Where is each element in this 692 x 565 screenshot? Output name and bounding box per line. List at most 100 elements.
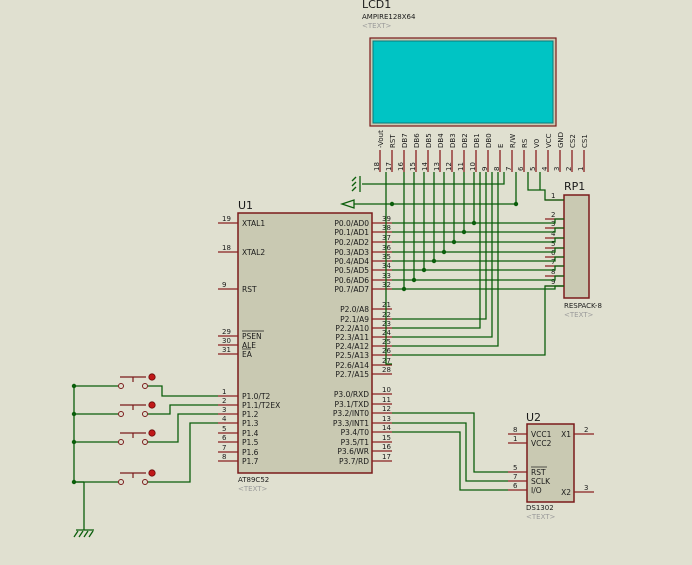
mcu-left-pin-name: XTAL2 <box>242 248 265 257</box>
rtc-left-pin-number: 5 <box>513 464 517 472</box>
mcu-right-pin-number: 24 <box>382 329 391 337</box>
lcd-pin-number: 9 <box>481 167 489 171</box>
rtc-left-pin-name: VCC2 <box>531 439 552 448</box>
junction-dot <box>441 249 447 255</box>
p22-wire <box>392 172 493 338</box>
mcu-right-pin-name: P3.5/T1 <box>341 438 370 447</box>
rtc-left-pin-number: 7 <box>513 473 517 481</box>
lcd-pin-name: CS2 <box>569 134 577 148</box>
mcu-right-pin-name: P3.7/RD <box>339 457 369 466</box>
lcd-pin-name: DB2 <box>461 133 469 148</box>
mcu-left-pin-name: EA <box>242 350 253 359</box>
mcu-right-pin-name: P2.5/A13 <box>335 351 369 360</box>
mcu-right-pin-name: P0.6/AD6 <box>334 276 369 285</box>
sclk-wire <box>392 422 508 482</box>
lcd-pin-name: CS1 <box>581 134 589 148</box>
bus-wire <box>392 172 435 262</box>
respack-body <box>563 194 590 299</box>
mcu-right-pin-name: P2.3/A11 <box>335 333 369 342</box>
junction-dot <box>411 277 417 283</box>
mcu-right-pin-number: 34 <box>382 262 391 270</box>
lcd-gnd-wire <box>362 172 505 185</box>
mcu-left-pin-name: P1.6 <box>242 448 259 457</box>
lcd-pin-number: 5 <box>529 167 537 171</box>
data-bus-wires <box>389 172 564 292</box>
lcd-pin-name: RS <box>521 138 529 148</box>
push-button[interactable] <box>71 373 218 397</box>
lcd-screen <box>372 40 554 124</box>
mcu-right-pin-name: P0.0/AD0 <box>334 219 369 228</box>
mcu-left-pin-number: 3 <box>222 406 226 414</box>
mcu-right-pin-number: 11 <box>382 396 391 404</box>
push-button[interactable] <box>71 413 218 445</box>
respack-pin-number: 8 <box>551 268 555 276</box>
p21-wire <box>392 172 481 329</box>
mcu-left-pin-name: RST <box>242 285 257 294</box>
push-button[interactable] <box>71 422 218 485</box>
mcu-right-pin-name: P0.5/AD5 <box>334 266 369 275</box>
cs-wire <box>527 172 564 201</box>
lcd-gnd-hatch-1 <box>351 176 357 182</box>
mcu-left-pin-number: 18 <box>222 244 231 252</box>
lcd-pin-number: 4 <box>541 166 549 171</box>
respack-pin-number: 4 <box>551 230 556 238</box>
mcu-right-pin-name: P0.7/AD7 <box>334 285 369 294</box>
mcu-left-pin-name: ALE <box>242 341 256 350</box>
button-gnd-hatch-3 <box>83 530 89 538</box>
mcu-right-pin-name: P0.1/AD1 <box>334 228 369 237</box>
mcu-right-pin-name: P2.0/A8 <box>340 305 369 314</box>
rtc-left-pin-name: RST <box>531 468 546 477</box>
mcu-left-pin-number: 30 <box>222 337 231 345</box>
lcd-pin-name: DB0 <box>485 133 493 148</box>
button-signal-wire <box>148 413 218 443</box>
mcu-right-pin-name: P0.3/AD3 <box>334 248 369 257</box>
rtc-left-pin-number: 8 <box>513 426 517 434</box>
lcd-pins: -Vout18RST17DB716DB615DB514DB413DB312DB2… <box>373 130 589 172</box>
push-button-dot <box>148 401 156 409</box>
rtc-left-pin-name: VCC1 <box>531 430 552 439</box>
respack-part: RESPACK-8 <box>564 302 602 310</box>
respack-ref: RP1 <box>564 180 585 193</box>
mcu-left-pin-number: 7 <box>222 444 226 452</box>
lcd-pin-number: 12 <box>445 162 453 171</box>
button-gnd-hatch-1 <box>73 530 79 538</box>
lcd-pin-number: 17 <box>385 162 393 171</box>
mcu-right-pin-number: 10 <box>382 386 391 394</box>
lcd-pin-number: 1 <box>577 167 585 171</box>
lcd-gnd-hatch-3 <box>351 186 357 192</box>
mcu-right-pin-number: 16 <box>382 443 391 451</box>
bus-pullup-wire <box>474 218 564 224</box>
bus-wire <box>392 172 405 290</box>
lcd-pin-name: -Vout <box>377 130 385 148</box>
bus-pullup-wire <box>424 265 564 271</box>
junction-dot <box>431 258 437 264</box>
lcd-pin-name: E <box>497 144 505 148</box>
mcu-right-pin-number: 12 <box>382 405 391 413</box>
lcd-pin-name: DB7 <box>401 133 409 148</box>
push-button[interactable] <box>71 401 218 417</box>
lcd-component[interactable]: LCD1 AMPIRE128X64 <TEXT> -Vout18RST17DB7… <box>362 0 589 172</box>
bus-pullup-wire <box>464 227 564 233</box>
push-button-contact <box>118 439 124 445</box>
button-signal-wire <box>148 404 218 415</box>
junction-dot <box>471 220 477 226</box>
push-button-dot <box>148 373 156 381</box>
mcu-right-pin-name: P2.7/A15 <box>335 370 369 379</box>
push-button-contact <box>142 411 148 417</box>
mcu-part: AT89C52 <box>238 476 269 484</box>
p20-wire <box>392 172 487 320</box>
mcu-right-pin-number: 26 <box>382 347 391 355</box>
p26-wire <box>385 172 392 365</box>
lcd-pin-number: 6 <box>517 166 525 171</box>
lcd-pin-name: GND <box>557 132 565 148</box>
lcd-pin-number: 14 <box>421 162 429 171</box>
button-gnd-rail <box>73 386 85 530</box>
lcd-pin-name: DB3 <box>449 133 457 148</box>
